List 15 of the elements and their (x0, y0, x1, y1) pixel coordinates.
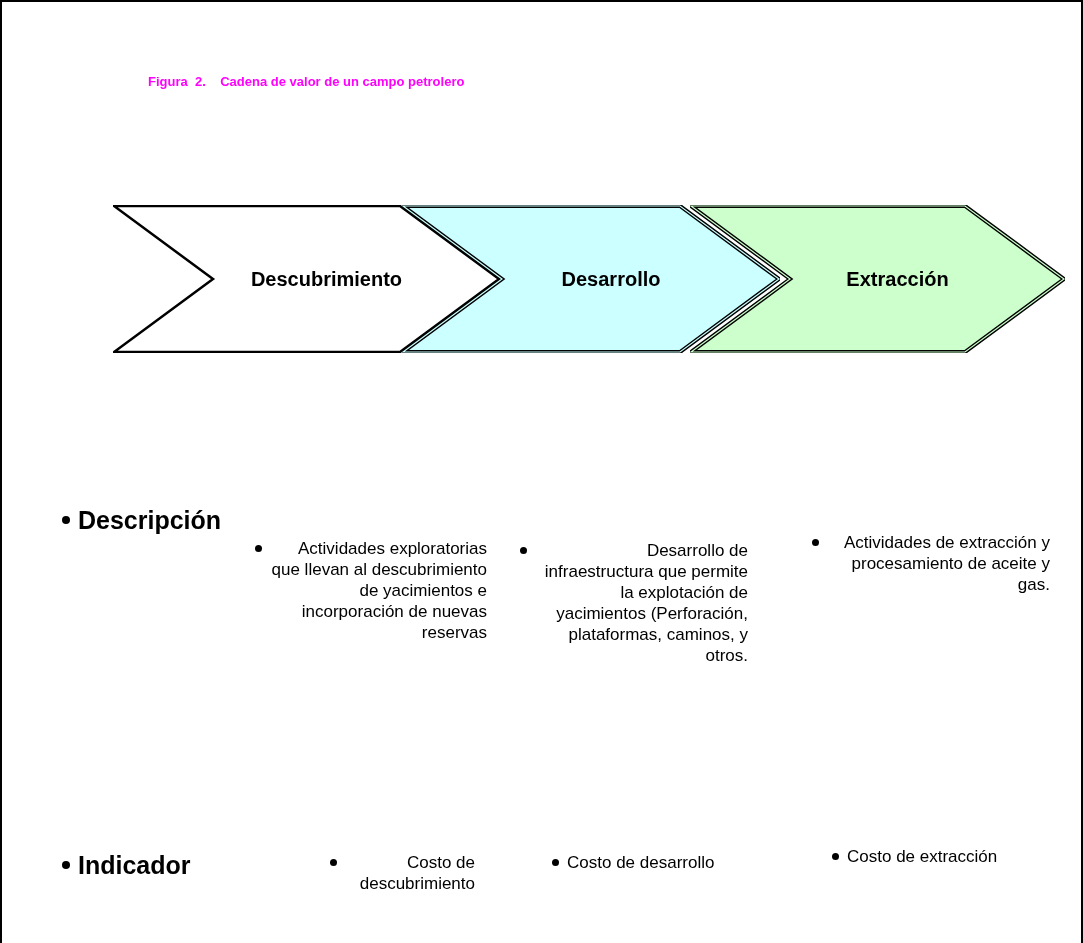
step-label: Desarrollo (560, 267, 662, 292)
chevron-step (113, 205, 500, 353)
row-heading: Descripción (78, 505, 222, 535)
description-text: Desarrollo de infraestructura que permite la explotación de yacimientos (Perforación, plataformas, caminos, y otros. (543, 540, 748, 666)
description-text: Costo de extracción (847, 846, 998, 867)
description-text: Actividades de extracción y procesamiento de aceite y gas. (843, 532, 1050, 595)
chevron-step (402, 205, 780, 353)
description-text: Costo de desarrollo (567, 852, 715, 873)
description-text: Actividades exploratorias que llevan al descubrimiento de yacimientos e incorporación de nuevas reservas (270, 538, 487, 643)
chevron-step (690, 205, 1065, 353)
row-heading: Indicador (78, 850, 191, 880)
description-text: Costo de descubrimiento (358, 852, 475, 894)
step-label: Extracción (845, 267, 950, 292)
step-label: Descubrimiento (249, 267, 404, 292)
figure-title: Figura 2. Cadena de valor de un campo petrolero (148, 73, 465, 91)
